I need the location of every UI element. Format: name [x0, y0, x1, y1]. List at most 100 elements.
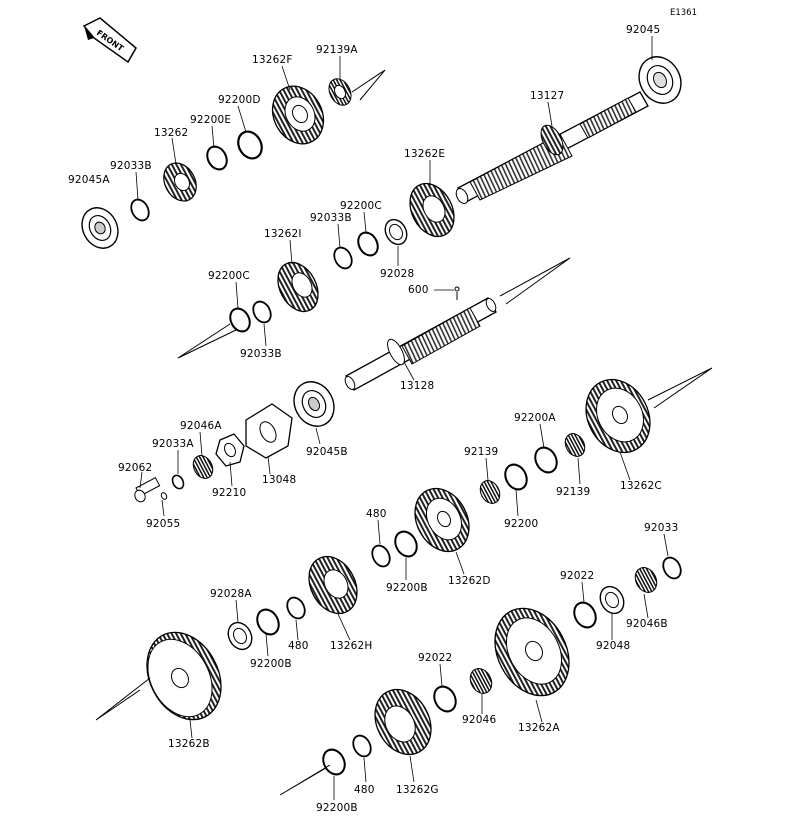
label-92046: 92046 [462, 714, 497, 726]
label-92045B: 92045B [306, 446, 348, 458]
washer-92055 [160, 492, 168, 500]
gear-13262B [95, 631, 222, 721]
label-13262I: 13262I [264, 228, 302, 240]
assembly-axis-lines [177, 257, 713, 409]
label-13048: 13048 [262, 474, 297, 486]
label-92139A: 92139A [316, 44, 358, 56]
washer-92200C-left [229, 307, 251, 333]
needle-bearing-92046A [192, 455, 214, 479]
label-92033B-mid: 92033B [310, 212, 352, 224]
circlip-92033B-left [252, 300, 272, 324]
label-92022-right: 92022 [560, 570, 595, 582]
label-92210: 92210 [212, 487, 247, 499]
label-13262D: 13262D [448, 575, 491, 587]
circlip-92033A [171, 474, 185, 490]
needle-bearing-92139 [479, 480, 501, 504]
label-480-mid: 480 [288, 640, 309, 652]
washer-92022-bottom [433, 685, 457, 713]
label-92028: 92028 [380, 268, 415, 280]
label-13262F: 13262F [252, 54, 293, 66]
label-92045: 92045 [626, 24, 661, 36]
gear-13262A [494, 607, 570, 697]
label-92200D: 92200D [218, 94, 261, 106]
washer-92200 [504, 463, 528, 491]
bushing-92028A [227, 621, 253, 651]
gear-13262 [163, 162, 197, 202]
gear-13262F [271, 85, 325, 145]
label-92033B-top: 92033B [110, 160, 152, 172]
washer-92200C-top [357, 231, 379, 257]
label-92062: 92062 [118, 462, 153, 474]
bushing-92048 [599, 585, 625, 615]
circlip-480-bottom [352, 734, 372, 758]
label-13262E: 13262E [404, 148, 446, 160]
needle-bearing-92046 [469, 668, 493, 694]
label-13262A: 13262A [518, 722, 560, 734]
label-92200C-top: 92200C [340, 200, 382, 212]
gear-13262G [374, 688, 432, 756]
label-13262: 13262 [154, 127, 189, 139]
circlip-92200E [206, 145, 228, 171]
sleeve-13048 [245, 403, 293, 459]
label-13262C: 13262C [620, 480, 662, 492]
label-92200C-left: 92200C [208, 270, 250, 282]
washer-92200D [237, 130, 263, 160]
label-92200: 92200 [504, 518, 539, 530]
label-92139: 92139 [464, 446, 499, 458]
label-92200A: 92200A [514, 412, 556, 424]
input-shaft-13128 [344, 297, 497, 391]
washer-92200B-bottom [279, 748, 346, 796]
leader-lines [135, 36, 669, 800]
label-92033A: 92033A [152, 438, 194, 450]
label-92048: 92048 [596, 640, 631, 652]
label-92200B-mid: 92200B [386, 582, 428, 594]
circlip-92033B-mid [333, 246, 353, 270]
gear-13262H [308, 555, 358, 615]
bearing-92045 [638, 56, 682, 104]
needle-bearing-92139A [328, 69, 386, 106]
label-92028A: 92028A [210, 588, 252, 600]
label-480-bottom: 480 [354, 784, 375, 796]
label-13128: 13128 [400, 380, 435, 392]
label-13262B: 13262B [168, 738, 210, 750]
label-13262H: 13262H [330, 640, 373, 652]
label-13262G: 13262G [396, 784, 439, 796]
label-92033: 92033 [644, 522, 679, 534]
circlip-480-top [371, 544, 391, 568]
front-direction-marker: FRONT [82, 17, 137, 64]
diagram-code: E1361 [670, 8, 698, 18]
gear-13262D [414, 487, 470, 553]
circlip-480-mid [286, 596, 306, 620]
label-13127: 13127 [530, 90, 565, 102]
label-480-top: 480 [366, 508, 387, 520]
label-92055: 92055 [146, 518, 181, 530]
label-92022-bottom: 92022 [418, 652, 453, 664]
output-shaft-13127 [455, 91, 649, 204]
nut-92210 [215, 433, 245, 467]
bolt-92062 [134, 476, 161, 503]
label-92045A: 92045A [68, 174, 110, 186]
label-92200B-left: 92200B [250, 658, 292, 670]
circlip-92033-right [662, 556, 682, 580]
label-92200B-bottom: 92200B [316, 802, 358, 814]
needle-bearing-92046B [634, 567, 658, 593]
label-92033B-left: 92033B [240, 348, 282, 360]
circlip-92033B-top [130, 198, 150, 222]
washer-92200B-left [256, 608, 280, 636]
label-92046B: 92046B [626, 618, 668, 630]
washer-92022-right [573, 601, 597, 629]
bearing-92045B [293, 381, 335, 427]
washer-92200A [534, 446, 558, 474]
label-92046A: 92046A [180, 420, 222, 432]
label-600: 600 [408, 284, 429, 296]
gear-13262E [409, 182, 455, 238]
bearing-92045A [81, 207, 119, 249]
bushing-92028 [384, 218, 408, 246]
label-92139-right: 92139 [556, 486, 591, 498]
needle-bearing-92139-right [564, 433, 586, 457]
gear-13262C [585, 378, 651, 454]
label-92200E: 92200E [190, 114, 232, 126]
washer-92200B-mid [394, 530, 418, 558]
gear-13262I [277, 261, 319, 313]
